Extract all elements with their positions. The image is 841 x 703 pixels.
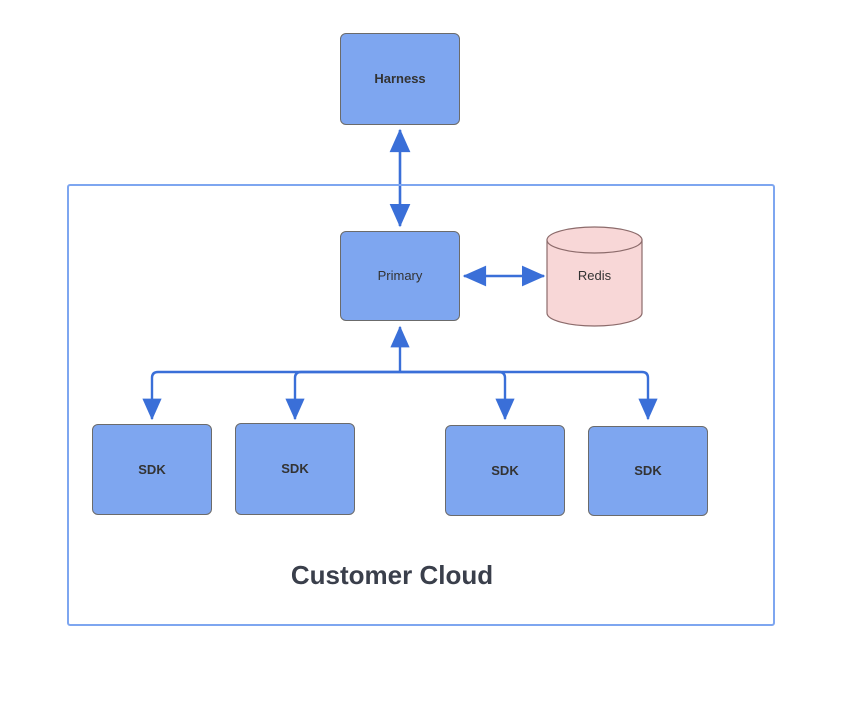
- node-sdk-4[interactable]: SDK: [588, 426, 708, 516]
- redis-label: Redis: [577, 268, 612, 283]
- node-primary[interactable]: Primary: [340, 231, 460, 321]
- node-sdk-2[interactable]: SDK: [235, 423, 355, 515]
- node-primary-label: Primary: [377, 268, 423, 284]
- node-sdk-4-label: SDK: [634, 463, 662, 479]
- node-sdk-1-label: SDK: [138, 461, 166, 477]
- node-harness[interactable]: Harness: [340, 33, 460, 125]
- node-sdk-3-label: SDK: [491, 462, 519, 478]
- node-sdk-3[interactable]: SDK: [445, 425, 565, 516]
- customer-cloud-boundary: [67, 184, 775, 626]
- node-sdk-2-label: SDK: [281, 461, 309, 477]
- node-sdk-1[interactable]: SDK: [92, 424, 212, 515]
- node-harness-label: Harness: [374, 71, 426, 87]
- customer-cloud-label: Customer Cloud: [290, 560, 494, 590]
